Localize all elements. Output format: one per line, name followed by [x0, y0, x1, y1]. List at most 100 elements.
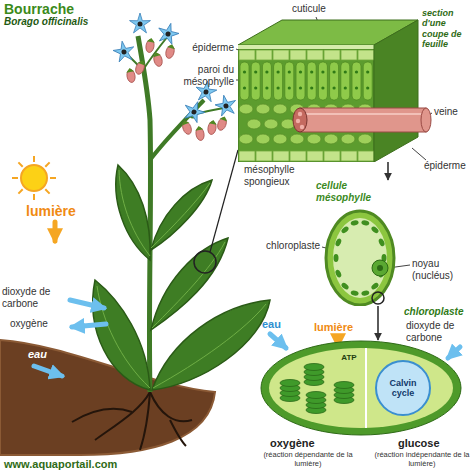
- part-label: chloroplaste: [404, 306, 472, 318]
- leaf-section-block-shape: [310, 70, 313, 73]
- flow-arrows: [72, 324, 106, 327]
- leaf-section-block-shape: [298, 112, 302, 116]
- sun: [18, 189, 22, 193]
- part-label: mésophylle spongieux: [244, 164, 310, 187]
- sun: [12, 177, 18, 179]
- mesophyll-cell: cellule mésophylle: [316, 180, 404, 306]
- note-label: (réaction indépendante de la lumière): [370, 451, 474, 468]
- light-label: lumière: [26, 203, 96, 219]
- leaf-section-block-shape: [239, 50, 255, 60]
- leaf-section-block-shape: [238, 45, 374, 49]
- leaf-section-block-shape: [321, 86, 324, 89]
- sun: [45, 189, 49, 193]
- section-heading-box: section d'une coupe de feuille: [422, 8, 472, 49]
- leaf-veins: [119, 170, 150, 256]
- leaf-section-block-shape: [290, 151, 306, 161]
- leaf-section-block-shape: [239, 151, 255, 161]
- leaf-section-block-shape: [285, 62, 294, 100]
- gas-label-box: dioxyde de carbone: [406, 320, 472, 343]
- product-label-box: oxygène: [270, 437, 340, 450]
- leaf-section-block-shape: [256, 104, 270, 114]
- gas-label: oxygène: [10, 318, 68, 330]
- leaf-section-block-shape: [265, 70, 268, 73]
- leaves: [151, 238, 228, 330]
- cycle-label-box: Calvin cycle: [380, 378, 426, 399]
- leaf-section-block-shape: [299, 70, 302, 73]
- title-box: Bourrache: [4, 1, 114, 17]
- mesophyll-cell-shape: [372, 260, 388, 276]
- gas-label: dioxyde de carbone: [406, 320, 472, 343]
- leaf-section-block-shape: [330, 62, 339, 100]
- part-label: cuticule: [292, 3, 342, 15]
- leaf-veins: [97, 286, 150, 388]
- leaf-veins: [97, 170, 266, 388]
- leaf-section-block-shape: [304, 113, 424, 115]
- roots: [170, 420, 186, 446]
- cell-heading-box: cellule mésophylle: [316, 180, 376, 203]
- cell-heading: cellule mésophylle: [316, 180, 376, 203]
- leaves: [151, 180, 212, 250]
- stem: [143, 36, 168, 70]
- leaf-section-block-shape: [290, 50, 306, 60]
- leaf-section-block-shape: [352, 62, 361, 100]
- flowers: [112, 39, 136, 62]
- flowers: [181, 98, 207, 124]
- watermark: www.aquaportail.com: [4, 458, 164, 471]
- leaf-section-block-shape: [310, 86, 313, 89]
- mesophyll-cell-shape: [350, 220, 359, 227]
- part-label: chloroplaste: [256, 240, 320, 252]
- leaf-section-block-shape: [300, 108, 426, 132]
- leaf-section-block-shape: [324, 151, 340, 161]
- leaf-section-block-shape: [238, 49, 374, 162]
- leaf-section-block-shape: [273, 134, 287, 144]
- leaf-section-block-shape: [254, 70, 257, 73]
- leaf-veins: [151, 183, 210, 248]
- sun: [18, 162, 22, 166]
- roots: [72, 409, 132, 422]
- part-label-box: noyau (nucléus): [412, 258, 472, 281]
- chloroplast-shape: [280, 380, 300, 387]
- mesophyll-cell-shape: [370, 282, 379, 291]
- gas-label-box: dioxyde de carbone: [2, 286, 68, 309]
- leader-lines: [194, 251, 216, 273]
- chloroplast-shape: [376, 361, 430, 415]
- flow-arrows: [270, 334, 286, 348]
- mesophyll-cell-shape: [377, 265, 383, 271]
- mesophyll-cell-shape: [326, 211, 394, 305]
- leaf-section-block-shape: [277, 70, 280, 73]
- leaf-section-block-shape: [293, 108, 307, 132]
- product-label: glucose: [398, 437, 458, 450]
- part-label: épiderme: [424, 160, 472, 172]
- flowers: [130, 13, 151, 33]
- molecule-label-box: ATP: [334, 353, 364, 362]
- flowers: [195, 125, 205, 141]
- species-name: Borago officinalis: [4, 16, 124, 28]
- gas-label-box: oxygène: [10, 318, 68, 330]
- title: Bourrache: [4, 1, 114, 17]
- flowers: [152, 51, 163, 67]
- mesophyll-cell-shape: [340, 225, 349, 234]
- leaf-section-block-shape: [299, 86, 302, 89]
- chloroplast-shape: [261, 341, 461, 435]
- leaf-section-block: section d'une coupe de feuille: [238, 4, 472, 162]
- leaf-section-block-shape: [341, 62, 350, 100]
- flowers: [156, 21, 181, 46]
- watermark-box: www.aquaportail.com: [4, 458, 164, 471]
- part-label: paroi du mésophylle: [172, 64, 234, 87]
- leaf-section-block-shape: [243, 70, 246, 73]
- leaf-section-block-shape: [324, 50, 340, 60]
- mesophyll-cell-shape: [334, 254, 339, 262]
- leaf-section-block-shape: [277, 86, 280, 89]
- leaf-section-block-shape: [239, 104, 253, 114]
- leaf-section-block-shape: [238, 20, 431, 162]
- flowers: [213, 93, 238, 117]
- sun: [33, 194, 35, 200]
- mesophyll-cell-shape: [350, 290, 359, 297]
- leaf-section-block-shape: [240, 62, 249, 100]
- part-label-box: veine: [434, 106, 472, 118]
- water-label-box: eau: [262, 318, 290, 331]
- leaf-section-block-shape: [256, 134, 270, 144]
- flow-arrows: [34, 366, 62, 376]
- chloroplast-shape: [260, 340, 462, 436]
